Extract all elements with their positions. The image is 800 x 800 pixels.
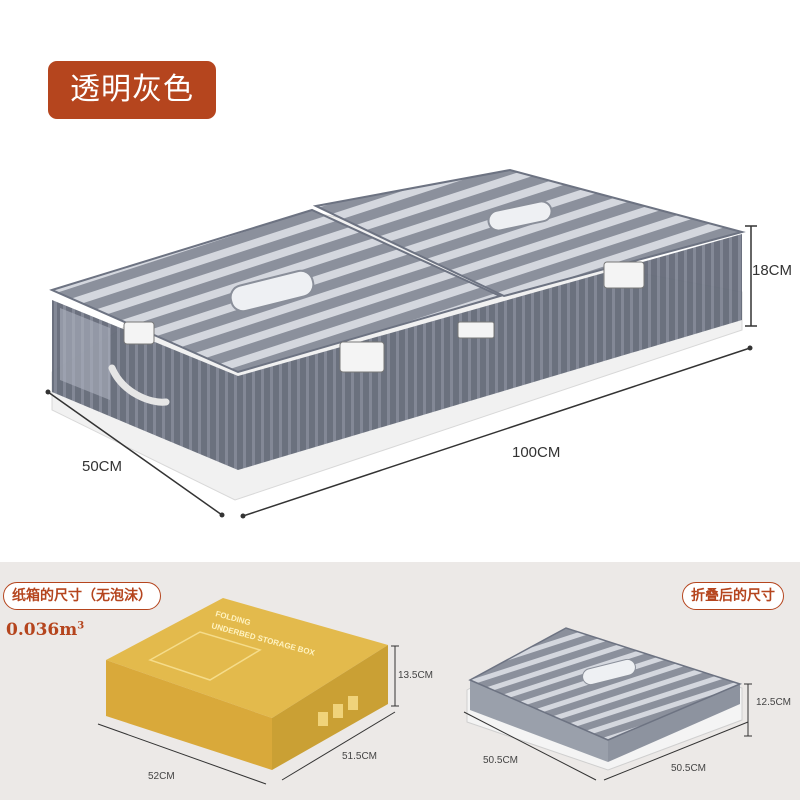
folded-length-label: 50.5CM [671,763,707,774]
carton-width-label: 51.5CM [342,751,378,762]
carton-volume: 0.036m3 [6,620,84,640]
lid-handle-left [229,269,315,313]
storage-box-illustration [45,168,757,519]
depth-dimension-line [47,391,223,516]
depth-dimension-label: 50CM [82,458,123,475]
lid-right [312,168,746,298]
carton-volume-value: 0.036m [6,620,78,640]
length-dimension-line [242,347,751,517]
clip-3 [603,261,645,289]
length-dimension-label: 100CM [512,444,561,461]
folded-width-label: 50.5CM [483,755,519,766]
lid-handle-right [487,200,553,232]
clip-2 [339,341,385,373]
carton-size-label: 纸箱的尺寸（无泡沫） [3,582,161,610]
carton-volume-exponent: 3 [77,620,85,632]
folded-size-label: 折叠后的尺寸 [682,582,784,610]
box-side-face [238,234,742,470]
side-handle [108,364,170,406]
folded-height-label: 12.5CM [756,697,792,708]
height-dimension-label: 18CM [752,262,793,279]
clip-1 [123,321,155,345]
center-latch [457,321,495,339]
carton-length-label: 52CM [148,771,175,782]
color-variant-badge: 透明灰色 [48,61,216,119]
carton-height-label: 13.5CM [398,670,434,681]
